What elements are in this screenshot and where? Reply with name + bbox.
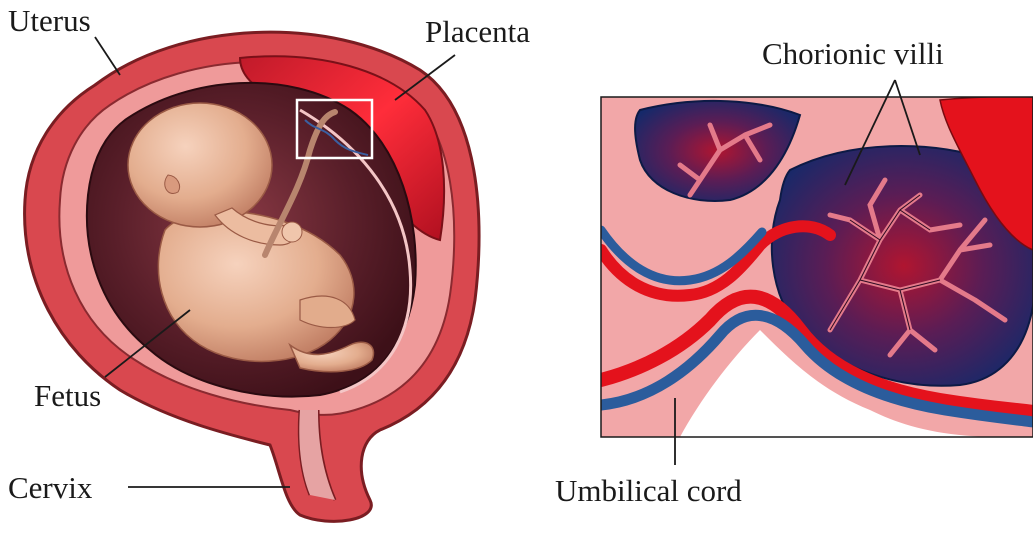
label-umbilical-cord: Umbilical cord [555, 475, 742, 506]
label-placenta: Placenta [425, 16, 530, 47]
villi-panel [601, 97, 1033, 437]
label-cervix: Cervix [8, 472, 92, 503]
label-uterus: Uterus [8, 5, 91, 36]
uterus-leader-line [95, 37, 120, 75]
fetus-head [128, 103, 272, 227]
fetus-hand [282, 222, 302, 242]
label-fetus: Fetus [34, 380, 101, 411]
label-chorionic-villi: Chorionic villi [762, 38, 944, 69]
